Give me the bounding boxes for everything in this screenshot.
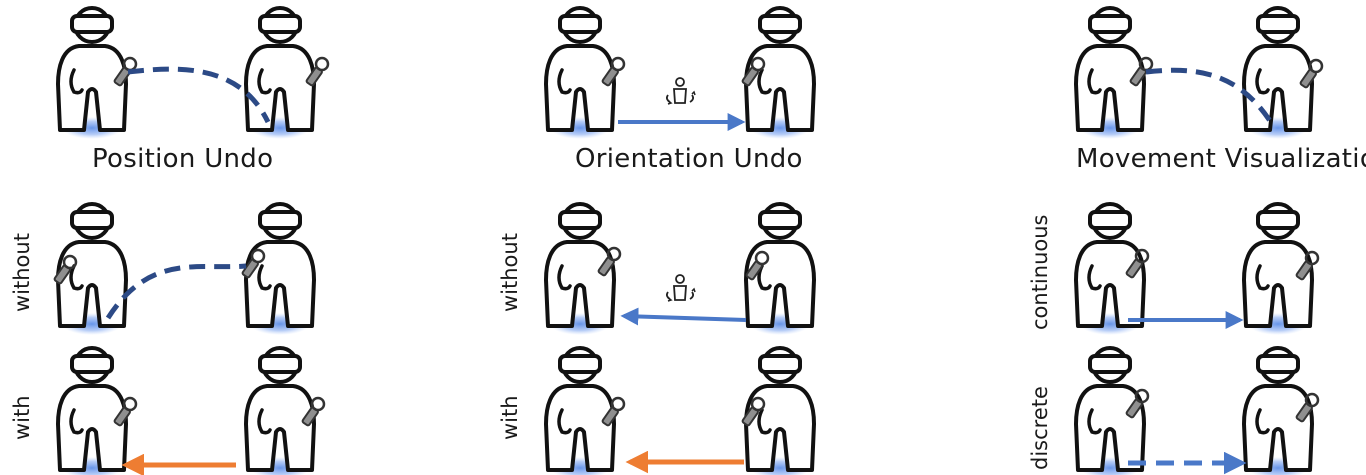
vr-user-icon — [56, 6, 128, 141]
position-undo-title: Position Undo — [92, 144, 274, 174]
position-with-panel — [56, 346, 326, 475]
position-path — [105, 263, 247, 320]
orientation-undo-title: Orientation Undo — [575, 144, 803, 174]
vr-user-icon — [244, 202, 316, 337]
position-path — [127, 66, 271, 124]
orientation-header-panel — [544, 6, 816, 141]
vr-user-icon — [544, 346, 616, 475]
movement-discrete-panel — [1074, 346, 1320, 475]
row-label-without: without — [498, 233, 522, 312]
orientation-without-panel — [544, 202, 816, 337]
row-label-with: with — [498, 395, 522, 440]
movement-header-panel — [1074, 6, 1324, 141]
vr-user-icon — [544, 6, 616, 141]
vr-user-icon — [244, 346, 316, 475]
rotate-person-icon — [665, 274, 696, 302]
position-without-panel — [52, 202, 316, 337]
movement-continuous-panel — [1074, 202, 1320, 337]
orientation-with-panel — [544, 346, 816, 475]
movement-path — [1145, 67, 1275, 126]
position-header-panel — [56, 6, 330, 141]
movement-visualization-title: Movement Visualization — [1076, 144, 1366, 174]
row-label-without: without — [10, 233, 34, 312]
row-label-continuous: continuous — [1028, 214, 1052, 331]
rotate-person-icon — [665, 77, 696, 105]
vr-user-icon — [56, 346, 128, 475]
row-label-discrete: discrete — [1028, 386, 1052, 470]
vr-user-icon — [244, 6, 316, 141]
vr-user-icon — [1074, 6, 1146, 141]
movement-arrow — [620, 307, 747, 326]
row-label-with: with — [10, 395, 34, 440]
vr-user-icon — [1242, 6, 1314, 141]
